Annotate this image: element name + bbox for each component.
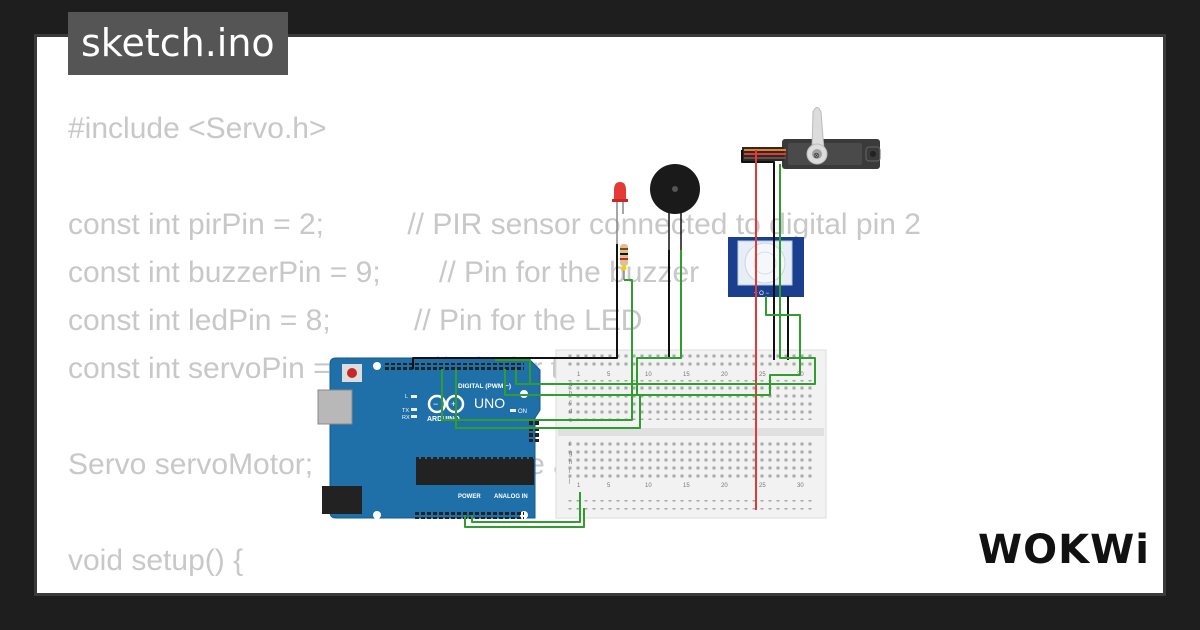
power-rail: [568, 500, 816, 505]
column-number: 15: [683, 372, 690, 378]
pir-pin-labels: + O −: [754, 291, 770, 297]
wokwi-logo-text: WOKWi: [978, 527, 1148, 573]
row-letter: h: [569, 460, 572, 466]
column-number: 15: [683, 483, 690, 489]
power-label: POWER: [458, 494, 481, 500]
code-line: const int pirPin = 2; // PIR sensor conn…: [68, 208, 921, 241]
digital-header: [384, 363, 524, 370]
pir-sensor[interactable]: + O −: [728, 237, 804, 297]
column-number: 20: [721, 483, 728, 489]
uno-label: UNO: [474, 395, 505, 411]
row-letter: f: [569, 442, 571, 448]
power-jack: [322, 486, 362, 514]
terminal-strip: [568, 440, 816, 480]
column-number: 1: [577, 372, 581, 378]
code-line: #include <Servo.h>: [68, 112, 327, 145]
column-number: 10: [645, 483, 652, 489]
code-line: pinMode(pirPin, INPUT);: [68, 585, 921, 593]
file-name-tab[interactable]: sketch.ino: [68, 12, 288, 75]
column-number: 10: [645, 372, 652, 378]
reset-button[interactable]: [347, 368, 357, 378]
on-label: ON: [518, 409, 527, 415]
l-label: L: [405, 394, 408, 400]
power-rail: [568, 362, 816, 367]
digital-label: DIGITAL (PWM ~): [458, 383, 511, 390]
column-number: 5: [607, 372, 611, 378]
column-number: 1: [577, 483, 581, 489]
tx-label: TX: [402, 408, 409, 414]
center-channel: [558, 428, 824, 436]
code-line: void setup() {: [68, 544, 244, 577]
servo-motor[interactable]: ⊗: [742, 107, 881, 170]
column-number: 25: [759, 372, 766, 378]
svg-text:−: −: [433, 399, 438, 409]
column-number: 30: [797, 483, 804, 489]
led[interactable]: [612, 182, 628, 244]
resistor[interactable]: [620, 244, 628, 280]
analog-label: ANALOG IN: [494, 494, 528, 500]
icsp-header: [528, 420, 540, 442]
usb-port: [317, 389, 353, 425]
breadboard[interactable]: 1 5 10 15 20 25 30 1 5 10 15 20 25 30 a …: [555, 349, 827, 519]
row-letter: c: [569, 400, 572, 406]
wokwi-logo[interactable]: WOKWi: [976, 523, 1148, 575]
svg-text:+: +: [451, 399, 456, 409]
row-letter: j: [568, 478, 570, 484]
row-letter: g: [569, 451, 572, 457]
row-letter: d: [569, 409, 572, 415]
row-letter: i: [569, 469, 570, 475]
rx-label: RX: [402, 415, 410, 421]
column-number: 25: [759, 483, 766, 489]
buzzer[interactable]: [650, 164, 700, 250]
power-rail: [568, 508, 816, 513]
atmega-chip: [416, 459, 534, 485]
column-number: 5: [607, 483, 611, 489]
power-rail: [568, 354, 816, 359]
column-number: 20: [721, 372, 728, 378]
arduino-uno[interactable]: DIGITAL (PWM ~) UNO ARDUINO ON POWER ANA…: [317, 357, 541, 519]
wires: [412, 150, 816, 528]
svg-text:⊗: ⊗: [813, 151, 820, 160]
terminal-strip: [568, 380, 816, 420]
code-line: const int ledPin = 8; // Pin for the LED: [68, 304, 643, 337]
analog-header: [414, 512, 524, 519]
